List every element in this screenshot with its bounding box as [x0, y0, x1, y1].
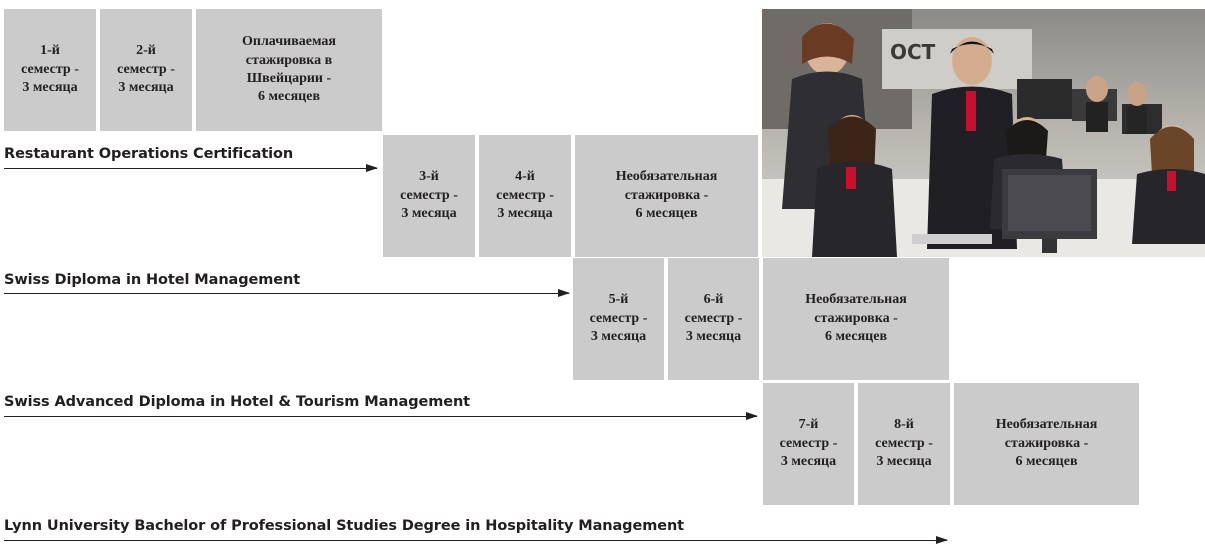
program-label-4: Lynn University Bachelor of Professional…: [4, 518, 684, 534]
students-classroom-photo: ОСТ: [762, 9, 1205, 257]
semester-box-2: 2-й семестр - 3 месяца: [100, 9, 192, 131]
wall-sign: ОСТ: [890, 40, 936, 64]
program-label-1: Restaurant Operations Certification: [4, 146, 294, 162]
internship-box-2: Необязательная стажировка - 6 месяцев: [575, 135, 758, 257]
semester-box-7: 7-й семестр - 3 месяца: [763, 383, 854, 505]
semester-box-1: 1-й семестр - 3 месяца: [4, 9, 96, 131]
arrow-4: [4, 535, 948, 544]
program-label-2: Swiss Diploma in Hotel Management: [4, 272, 301, 288]
arrow-head-icon: [366, 163, 378, 172]
semester-box-5: 5-й семестр - 3 месяца: [573, 258, 664, 380]
internship-box-1: Оплачиваемая стажировка в Швейцарии - 6 …: [196, 9, 382, 131]
arrow-3: [4, 411, 758, 420]
semester-box-4: 4-й семестр - 3 месяца: [479, 135, 571, 257]
arrow-2: [4, 288, 570, 297]
internship-box-4: Необязательная стажировка - 6 месяцев: [954, 383, 1139, 505]
semester-box-8: 8-й семестр - 3 месяца: [858, 383, 950, 505]
arrow-1: [4, 163, 378, 172]
arrow-head-icon: [746, 411, 758, 420]
arrow-head-icon: [936, 535, 948, 544]
program-label-3: Swiss Advanced Diploma in Hotel & Touris…: [4, 394, 471, 410]
arrow-head-icon: [558, 288, 570, 297]
semester-box-3: 3-й семестр - 3 месяца: [383, 135, 475, 257]
internship-box-3: Необязательная стажировка - 6 месяцев: [763, 258, 949, 380]
semester-box-6: 6-й семестр - 3 месяца: [668, 258, 759, 380]
